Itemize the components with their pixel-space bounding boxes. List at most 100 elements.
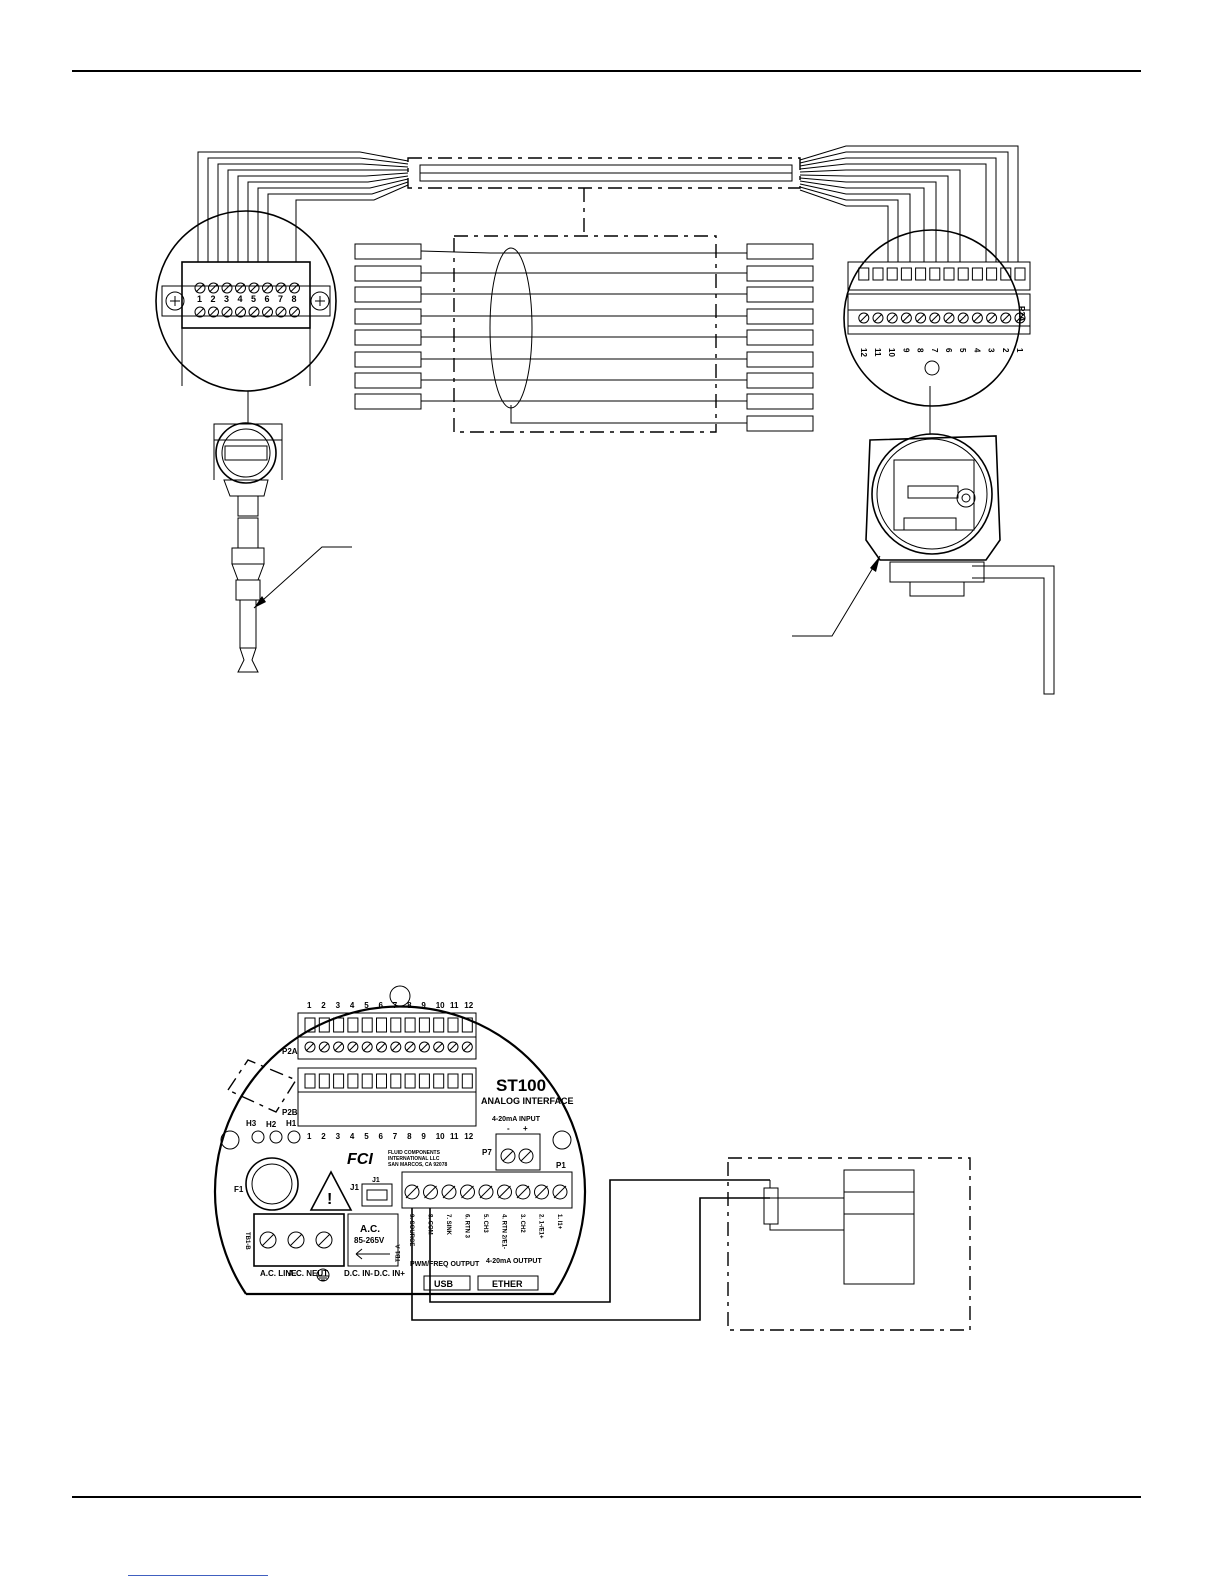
p2a-number: 2 xyxy=(321,1001,326,1010)
screw-slot xyxy=(873,313,883,323)
terminal-screw xyxy=(929,312,941,324)
terminal-screw xyxy=(986,312,998,324)
terminal-screw xyxy=(304,1041,316,1053)
receiver-device xyxy=(843,1169,915,1285)
p2b-number: 8 xyxy=(407,1132,412,1141)
screw-slot xyxy=(916,313,925,323)
footer-link-underline[interactable] xyxy=(128,1575,268,1576)
screw-slot xyxy=(434,1042,444,1052)
screw-slot xyxy=(420,1042,429,1052)
fuse-f1: F1 xyxy=(234,1157,299,1211)
terminal-screw xyxy=(275,282,287,294)
p1-terminal-label: 2. 1-/E1+ xyxy=(538,1214,544,1239)
p1-terminal-label: 5. CH3 xyxy=(482,1214,488,1233)
screw-slot xyxy=(276,283,286,293)
p2b-slot xyxy=(418,1073,430,1089)
screw-slot xyxy=(222,307,232,317)
header-rule xyxy=(72,70,1141,72)
p2a-top-slot xyxy=(886,267,898,281)
p2a-zoom-number: 9 xyxy=(901,348,910,353)
right-label-boxes xyxy=(746,243,814,432)
p2a-slot xyxy=(333,1017,345,1033)
p2a-slot xyxy=(404,1017,416,1033)
ac-label: A.C. xyxy=(360,1224,380,1235)
ac-voltage-box: A.C. 85-265V TB1-A xyxy=(347,1213,402,1267)
terminal-screw xyxy=(347,1041,359,1053)
screw-slot xyxy=(236,307,245,317)
p2a-number: 9 xyxy=(421,1001,426,1010)
p2a-top-slot xyxy=(943,267,955,281)
screw-slot xyxy=(236,283,245,293)
terminal-screw xyxy=(441,1184,457,1200)
p2a-slot xyxy=(304,1017,316,1033)
p2a-zoom-number: 2 xyxy=(1001,348,1010,353)
terminal-screw xyxy=(262,306,273,318)
terminal-screw xyxy=(957,312,969,324)
p2a-slot xyxy=(390,1017,402,1033)
p2a-label: P2A xyxy=(282,1047,298,1056)
power-labels: A.C. LINE A.C. NEUT D.C. IN- D.C. IN+ xyxy=(260,1268,405,1282)
p2a-number: 10 xyxy=(436,1001,445,1010)
screw-slot xyxy=(348,1042,358,1052)
j1-small-label: J1 xyxy=(372,1177,380,1184)
product-name: ST100 xyxy=(496,1076,546,1095)
p2a-zoom-number: 10 xyxy=(887,348,896,357)
p2a-zoom-number: 4 xyxy=(972,348,981,353)
terminal-screw xyxy=(248,282,260,294)
p2a-number: 5 xyxy=(364,1001,369,1010)
terminal-screw xyxy=(221,282,233,294)
terminal-screw xyxy=(289,306,300,318)
external-wiring xyxy=(411,1157,971,1331)
p2a-zoom-number: 1 xyxy=(1015,348,1024,353)
screw-slot xyxy=(1015,313,1025,323)
p2b-number: 4 xyxy=(350,1132,355,1141)
sensor-terminal-number: 6 xyxy=(265,294,270,304)
p2a-top-slot xyxy=(1000,267,1012,281)
p2b-slot xyxy=(376,1073,387,1089)
p2a-slot xyxy=(318,1017,330,1033)
p2b-number: 11 xyxy=(450,1132,459,1141)
p2a-top-slot xyxy=(986,267,998,281)
p2b-number: 6 xyxy=(379,1132,384,1141)
power-label-dc-minus: D.C. IN- xyxy=(344,1269,373,1278)
p2a-zoom-number: 8 xyxy=(916,348,925,353)
terminal-screw xyxy=(872,312,884,324)
footer-rule xyxy=(72,1496,1141,1498)
p2a-top-slot xyxy=(1014,267,1026,281)
terminal-screw xyxy=(275,306,287,318)
p2b-slot xyxy=(404,1073,416,1089)
p1-terminal-label: 6. RTN 3 xyxy=(464,1214,470,1239)
screw-slot xyxy=(930,313,940,323)
screw-slot xyxy=(535,1185,548,1199)
power-label-dc-plus: D.C. IN+ xyxy=(374,1269,405,1278)
p1-label: P1 xyxy=(556,1161,566,1170)
screw-slot xyxy=(498,1185,511,1199)
p2a-slot xyxy=(347,1017,359,1033)
left-label-boxes xyxy=(354,243,422,410)
sensor-terminal-number: 1 xyxy=(197,294,202,304)
p2a-slot xyxy=(376,1017,387,1033)
enclosure-arrowhead xyxy=(870,556,880,572)
screw-slot xyxy=(1001,313,1011,323)
warning-icon: ! xyxy=(309,1170,353,1211)
screw-slot xyxy=(405,1185,419,1199)
p2b-number: 7 xyxy=(393,1132,398,1141)
sensor-terminal-number: 3 xyxy=(224,294,229,304)
p2a-zoom-number: 12 xyxy=(859,348,868,357)
resistor xyxy=(763,1187,779,1225)
p2b-label: P2B xyxy=(282,1108,298,1117)
terminal-screw xyxy=(194,282,206,294)
mount-hole-right xyxy=(552,1130,572,1150)
p2b-number: 9 xyxy=(421,1132,426,1141)
terminal-screw xyxy=(915,312,927,324)
enclosure-leader xyxy=(792,555,881,637)
j1-connector: J1 J1 xyxy=(350,1177,393,1207)
sensor-terminal-number: 2 xyxy=(211,294,216,304)
pair-wires xyxy=(420,247,747,424)
